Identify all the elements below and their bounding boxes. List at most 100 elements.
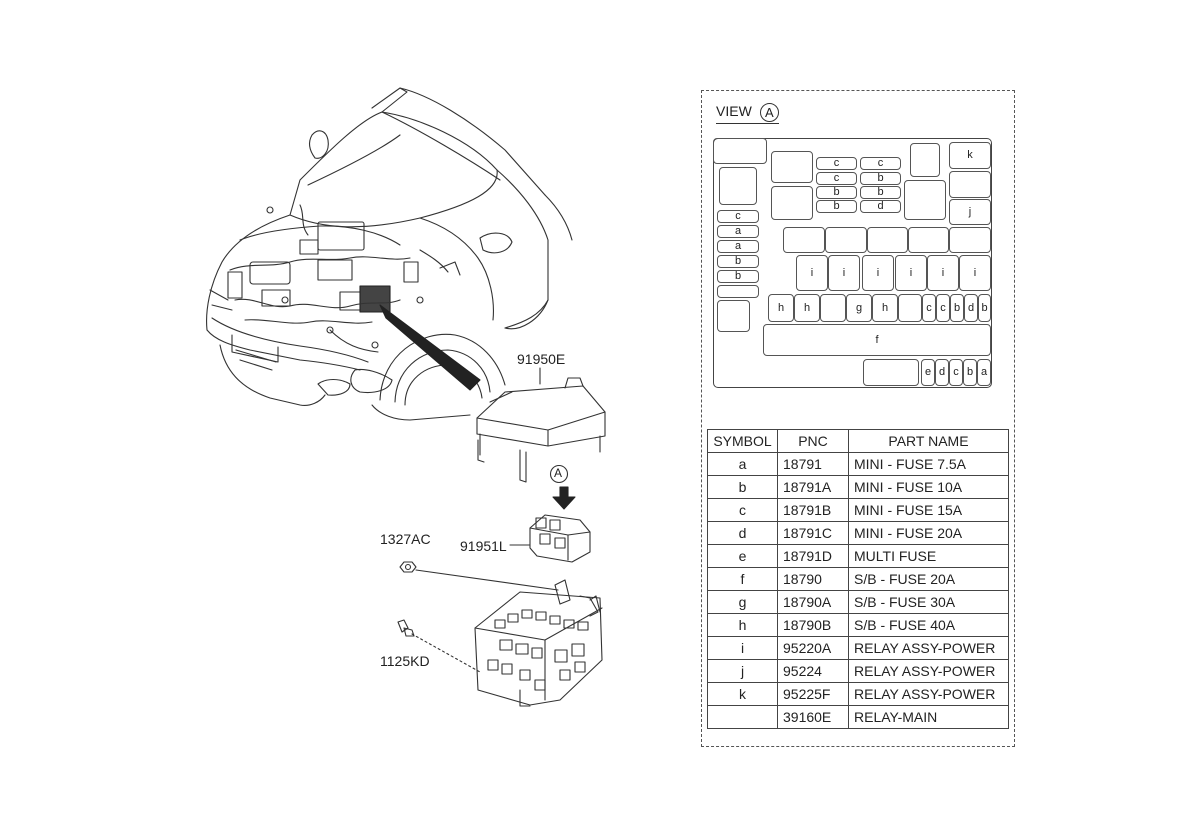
relay-slot [717, 300, 750, 332]
symbol-cell: b [707, 475, 778, 499]
pnc-cell: 18791C [777, 521, 849, 545]
symbol-cell: i [707, 636, 778, 660]
fuse-slot: c [922, 294, 936, 322]
symbol-cell: h [707, 613, 778, 637]
fuse-slot: c [860, 157, 901, 170]
fuse-slot: b [978, 294, 991, 322]
relay-slot [713, 138, 767, 164]
part-name-cell: RELAY-MAIN [848, 705, 1009, 729]
relay-slot [783, 227, 825, 253]
cover-part-label: 91950E [517, 351, 566, 367]
fuse-slot: b [950, 294, 964, 322]
part-name-cell: MINI - FUSE 20A [848, 521, 1009, 545]
junction-box-drawing [474, 579, 603, 707]
fuse-slot: c [816, 157, 857, 170]
fuse-slot: a [977, 359, 991, 386]
fuse-slot: f [763, 324, 991, 356]
relay-slot: i [927, 255, 959, 291]
relay-slot [904, 180, 946, 220]
pnc-cell: 18790A [777, 590, 849, 614]
part-name-cell: S/B - FUSE 20A [848, 567, 1009, 591]
relay-slot: i [895, 255, 927, 291]
fuse-slot [820, 294, 846, 322]
column-header-part-name: PART NAME [848, 429, 1009, 453]
bolt-part-label: 1125KD [380, 653, 430, 669]
relay-slot [719, 167, 757, 205]
part-name-cell: MINI - FUSE 7.5A [848, 452, 1009, 476]
part-name-cell: RELAY ASSY-POWER [848, 659, 1009, 683]
part-name-cell: RELAY ASSY-POWER [848, 636, 1009, 660]
fuse-slot: d [935, 359, 949, 386]
relay-slot: i [828, 255, 860, 291]
fuse-slot: b [860, 186, 901, 199]
relay-slot [908, 227, 949, 253]
pnc-cell: 95225F [777, 682, 849, 706]
relay-block-part-label: 91951L [460, 538, 507, 554]
symbol-cell: k [707, 682, 778, 706]
fuse-slot: c [936, 294, 950, 322]
view-arrow-icon [552, 486, 576, 510]
fuse-slot: e [921, 359, 935, 386]
relay-slot [771, 151, 813, 183]
view-title-marker: A [759, 103, 779, 122]
fuse-slot: d [964, 294, 978, 322]
fuse-slot: b [816, 200, 857, 213]
relay-slot [863, 359, 919, 386]
symbol-cell: e [707, 544, 778, 568]
nut-part-label: 1327AC [380, 531, 431, 547]
fuse-slot: b [717, 255, 759, 268]
fuse-slot: c [949, 359, 963, 386]
pnc-cell: 18791B [777, 498, 849, 522]
column-header-symbol: SYMBOL [707, 429, 778, 453]
view-marker-circle [549, 464, 569, 484]
relay-block-drawing [509, 514, 591, 563]
symbol-cell: g [707, 590, 778, 614]
part-name-cell: MINI - FUSE 10A [848, 475, 1009, 499]
fuse-slot: c [717, 210, 759, 223]
fuse-slot [898, 294, 922, 322]
fuse-box-layout: c a a b b c c c b b b b d k j i i i i i … [713, 138, 992, 388]
relay-slot: j [949, 199, 991, 225]
table-header-row: SYMBOL PNC PART NAME [707, 429, 1009, 453]
pnc-cell: 18791A [777, 475, 849, 499]
pnc-cell: 39160E [777, 705, 849, 729]
view-marker-label: A [554, 466, 563, 480]
fuse-slot: b [816, 186, 857, 199]
symbol-cell: j [707, 659, 778, 683]
pnc-cell: 18791 [777, 452, 849, 476]
part-name-cell: MULTI FUSE [848, 544, 1009, 568]
fuse-slot: c [816, 172, 857, 185]
relay-slot [949, 171, 991, 198]
column-header-pnc: PNC [777, 429, 849, 453]
relay-slot: i [796, 255, 828, 291]
part-name-cell: MINI - FUSE 15A [848, 498, 1009, 522]
vehicle-front-drawing [206, 87, 573, 421]
symbol-cell: d [707, 521, 778, 545]
relay-slot: k [949, 142, 991, 169]
view-title-text: VIEW [716, 103, 752, 119]
symbol-cell: f [707, 567, 778, 591]
bolt-drawing [397, 619, 481, 673]
fuse-slot: h [872, 294, 898, 322]
fuse-slot: a [717, 240, 759, 253]
nut-drawing [399, 561, 559, 591]
fuse-slot: b [860, 172, 901, 185]
part-name-cell: RELAY ASSY-POWER [848, 682, 1009, 706]
fuse-slot [717, 285, 759, 298]
relay-slot [867, 227, 908, 253]
pnc-cell: 95220A [777, 636, 849, 660]
fuse-slot: a [717, 225, 759, 238]
pnc-cell: 18790 [777, 567, 849, 591]
relay-slot [825, 227, 867, 253]
